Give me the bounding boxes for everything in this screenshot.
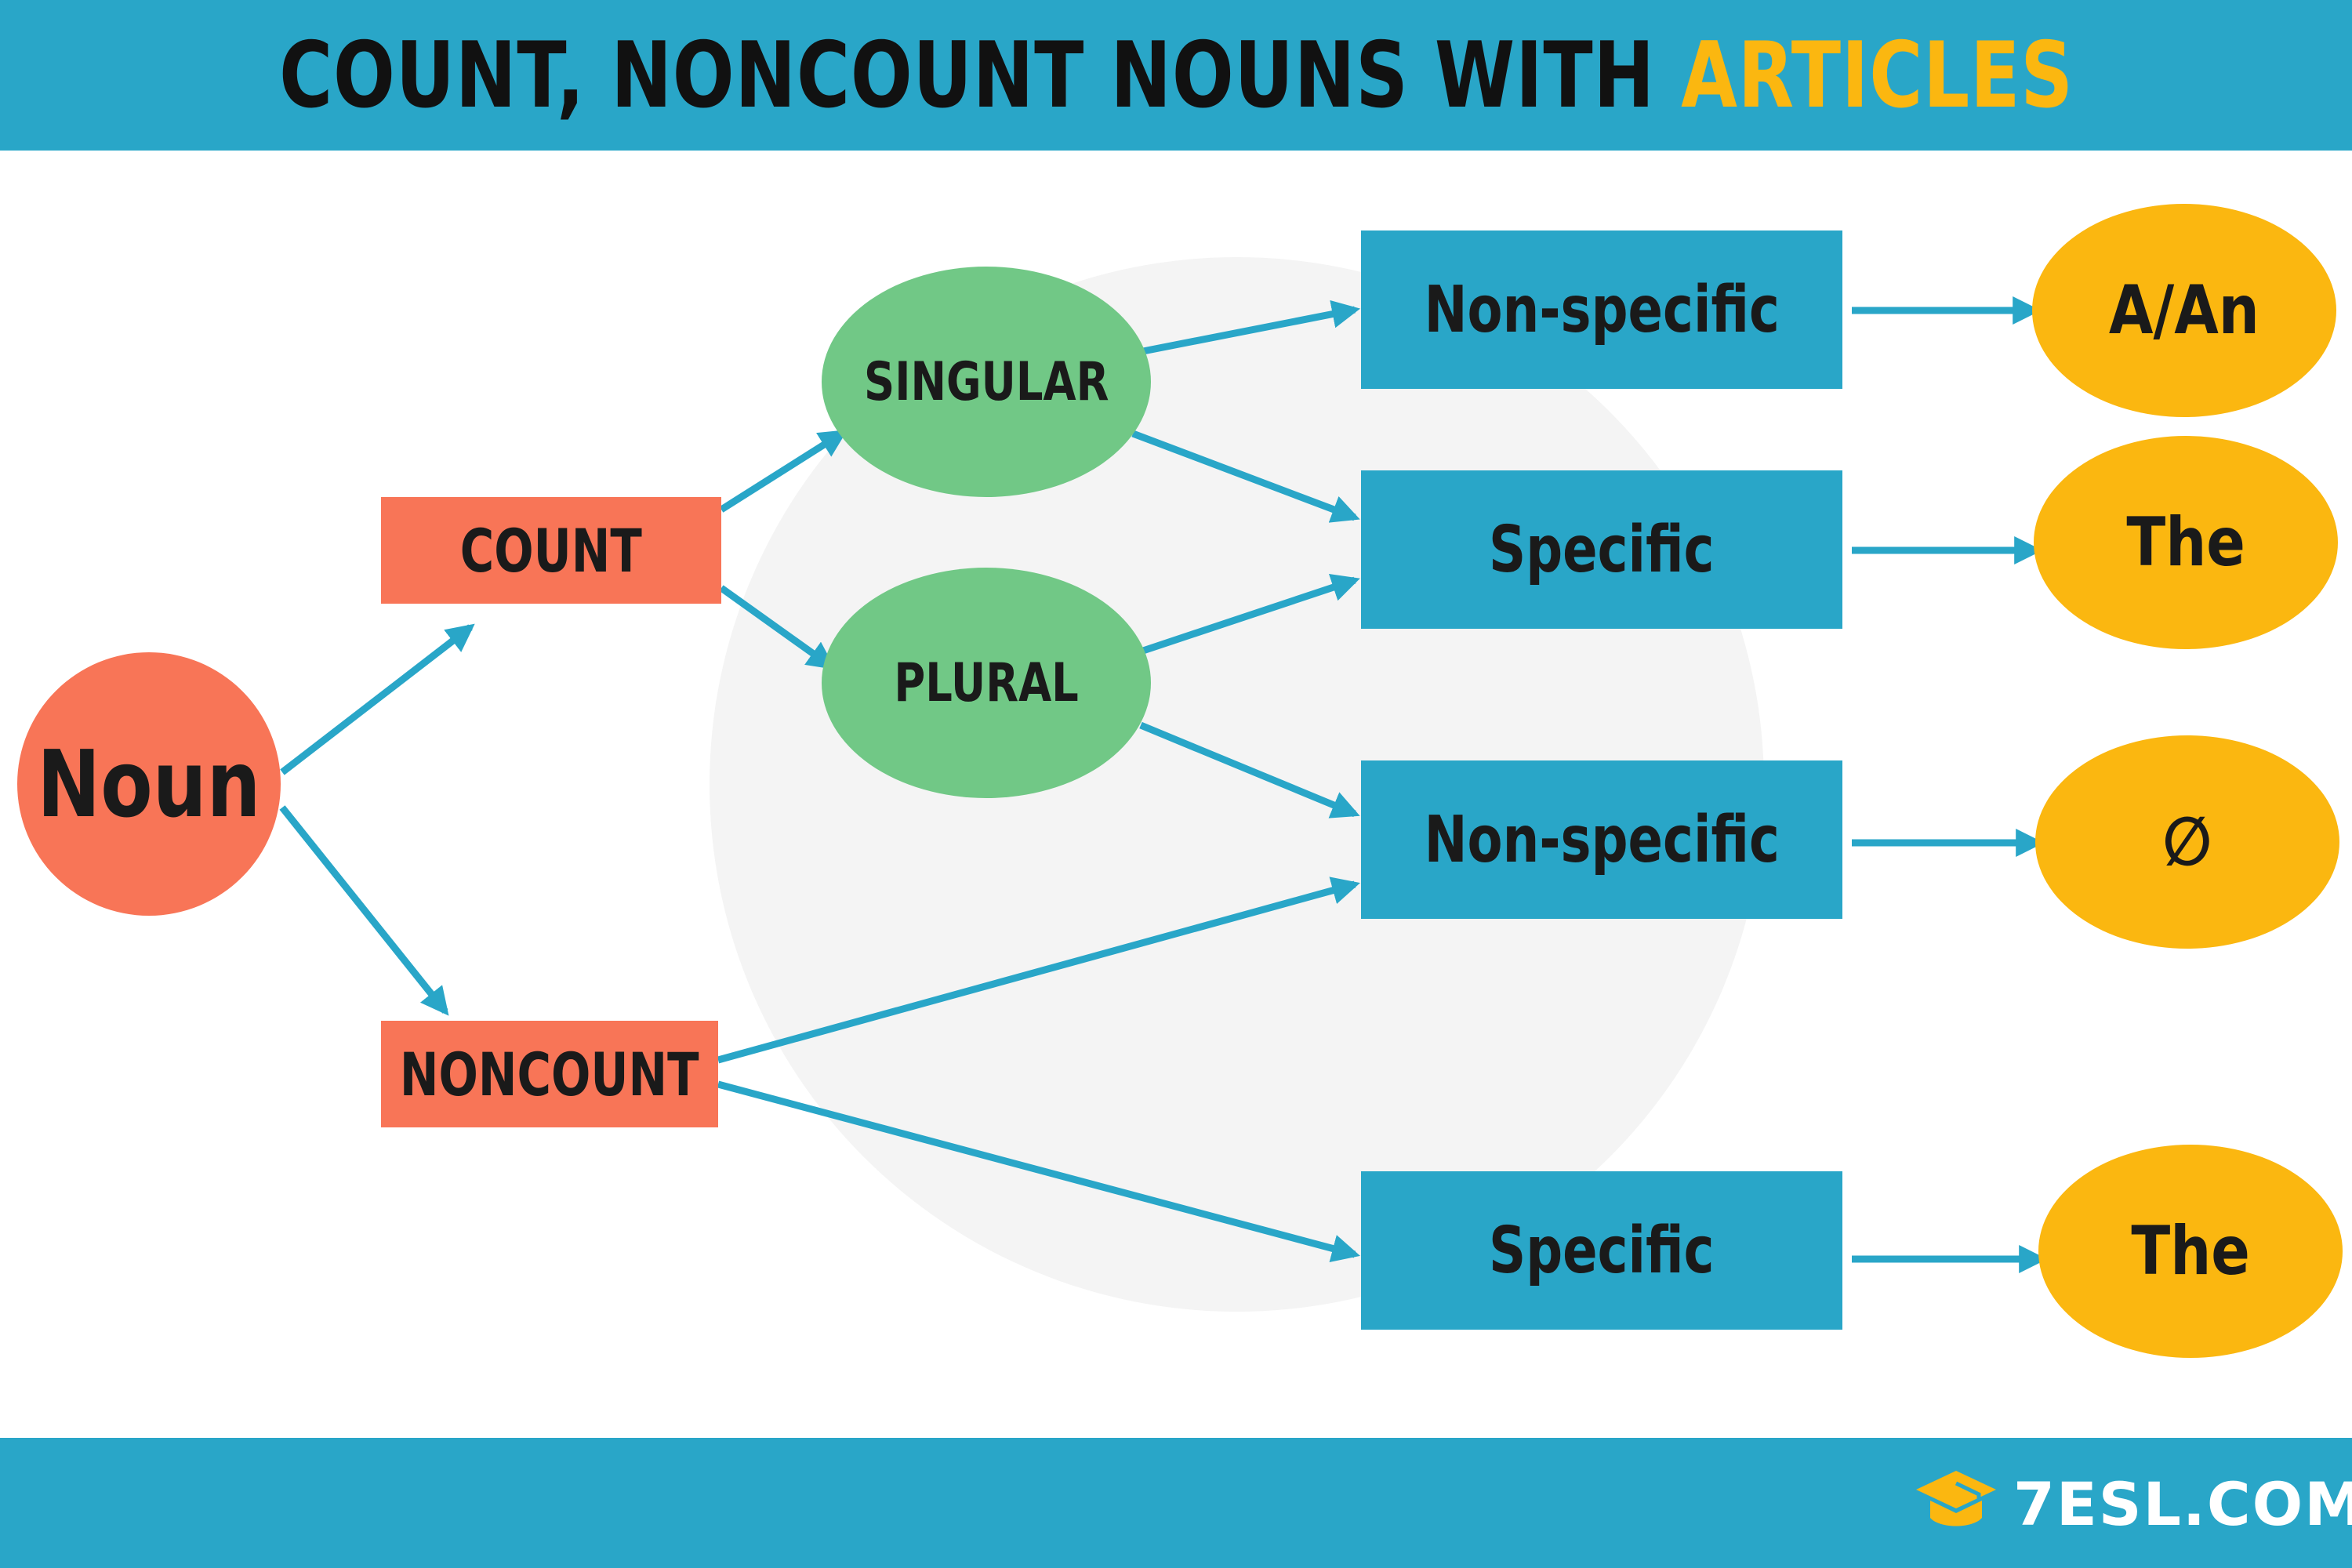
title-accent: ARTICLES [1680, 22, 2074, 129]
arrow-noncount-to-nonspecific [717, 877, 1360, 1064]
nonspecific-singular-node: Non-specific [1361, 230, 1842, 389]
article-the-node: The [2034, 436, 2338, 649]
article-label: A/An [2109, 271, 2259, 350]
article-label: The [2131, 1212, 2250, 1290]
arrow-count-to-plural [719, 585, 836, 670]
noncount-node: NONCOUNT [381, 1021, 718, 1127]
specific-count-node: Specific [1361, 470, 1842, 629]
article-label: The [2126, 503, 2245, 582]
article-zero-node: ∅ [2035, 735, 2339, 949]
page-title: COUNT, NONCOUNT NOUNS WITH ARTICLES [279, 23, 2074, 129]
specific-noncount-node: Specific [1361, 1171, 1842, 1330]
plural-node: PLURAL [822, 568, 1151, 798]
article-the-node-2: The [2038, 1145, 2343, 1358]
arrow-count-to-singular [719, 430, 848, 513]
specific-label: Specific [1489, 1213, 1715, 1288]
graduation-cap-icon [1916, 1471, 1996, 1526]
noncount-label: NONCOUNT [400, 1039, 699, 1109]
arrow-plural-to-nonspecific [1139, 721, 1360, 818]
arrow-plural-to-specific [1142, 574, 1360, 655]
arrow-singular-to-specific [1131, 430, 1360, 523]
nonspecific-plural-noncount-node: Non-specific [1361, 760, 1842, 919]
brand-logo: 7ESL.COM [1913, 1465, 2352, 1543]
zero-article-label: ∅ [2162, 803, 2212, 881]
arrow-noncount-to-specific [717, 1080, 1360, 1262]
logo-text: 7ESL.COM [2013, 1468, 2352, 1539]
nonspecific-label: Non-specific [1424, 802, 1780, 877]
singular-node: SINGULAR [822, 267, 1151, 497]
plural-label: PLURAL [894, 652, 1079, 714]
article-a-an-node: A/An [2032, 204, 2336, 417]
nonspecific-label: Non-specific [1424, 272, 1780, 347]
arrow-singular-to-nonspecific [1142, 299, 1361, 355]
title-banner: COUNT, NONCOUNT NOUNS WITH ARTICLES [0, 0, 2352, 151]
arrow-noun-to-noncount [279, 805, 449, 1016]
specific-label: Specific [1489, 512, 1715, 587]
singular-label: SINGULAR [863, 350, 1109, 413]
arrow-noun-to-count [280, 623, 475, 775]
noun-node: Noun [17, 652, 281, 916]
count-label: COUNT [459, 515, 643, 586]
title-main: COUNT, NONCOUNT NOUNS WITH [278, 22, 1655, 129]
noun-label: Noun [37, 730, 261, 838]
count-node: COUNT [381, 497, 721, 604]
